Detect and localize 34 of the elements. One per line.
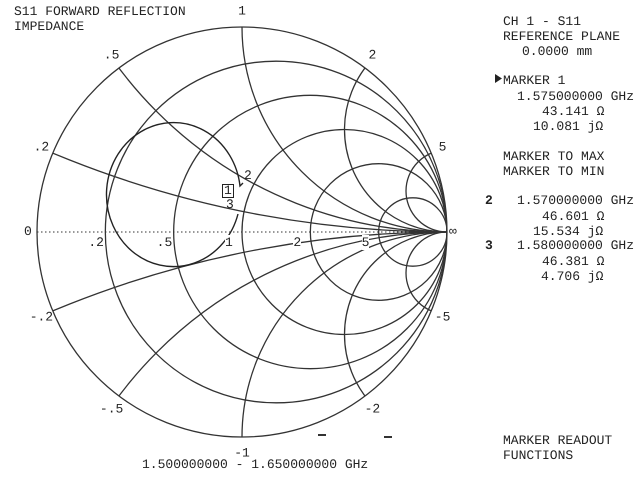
marker-number: 3 [226, 197, 234, 212]
marker-flag: 1 [222, 184, 234, 198]
readout-text: 0.0000 mm [522, 44, 592, 59]
readout-text: 4.706 jΩ [541, 269, 604, 284]
readout-text: 1.575000000 GHz [517, 89, 634, 104]
scale-label: -2 [364, 402, 380, 417]
scale-label: .2 [34, 139, 50, 154]
marker-number: 2 [244, 168, 252, 183]
readout-text: 3 [485, 238, 493, 253]
readout-text: MARKER TO MIN [503, 164, 604, 179]
scale-label: -.2 [30, 310, 54, 325]
scale-label: .5 [104, 47, 120, 62]
readout-text: 1.580000000 GHz [517, 238, 634, 253]
readout-text: REFERENCE PLANE [503, 29, 620, 44]
readout-text: 46.381 Ω [542, 254, 604, 269]
readout-text: 46.601 Ω [542, 209, 604, 224]
readout-text: CH 1 - S11 [503, 14, 582, 29]
softkey-label: MARKER READOUT FUNCTIONS [503, 433, 614, 463]
scale-label: -5 [434, 310, 450, 325]
readout-text: 15.534 jΩ [533, 224, 604, 239]
scale-label: 2 [368, 47, 376, 62]
scale-label: 1 [238, 3, 246, 18]
readout-text: MARKER 1 [503, 73, 566, 88]
readout-text: 10.081 jΩ [533, 119, 604, 134]
scale-label: 5 [362, 235, 370, 250]
readout-text: 43.141 Ω [542, 104, 604, 119]
chart-title: S11 FORWARD REFLECTION IMPEDANCE [14, 4, 187, 34]
scale-label: -.5 [100, 402, 124, 417]
scale-label: 5 [438, 139, 446, 154]
readout-text: 1.570000000 GHz [517, 193, 634, 208]
scale-label: 0 [24, 224, 32, 239]
readout-text: MARKER TO MAX [503, 149, 604, 164]
scale-label: ∞ [449, 224, 457, 239]
readout-text: 2 [485, 193, 493, 208]
